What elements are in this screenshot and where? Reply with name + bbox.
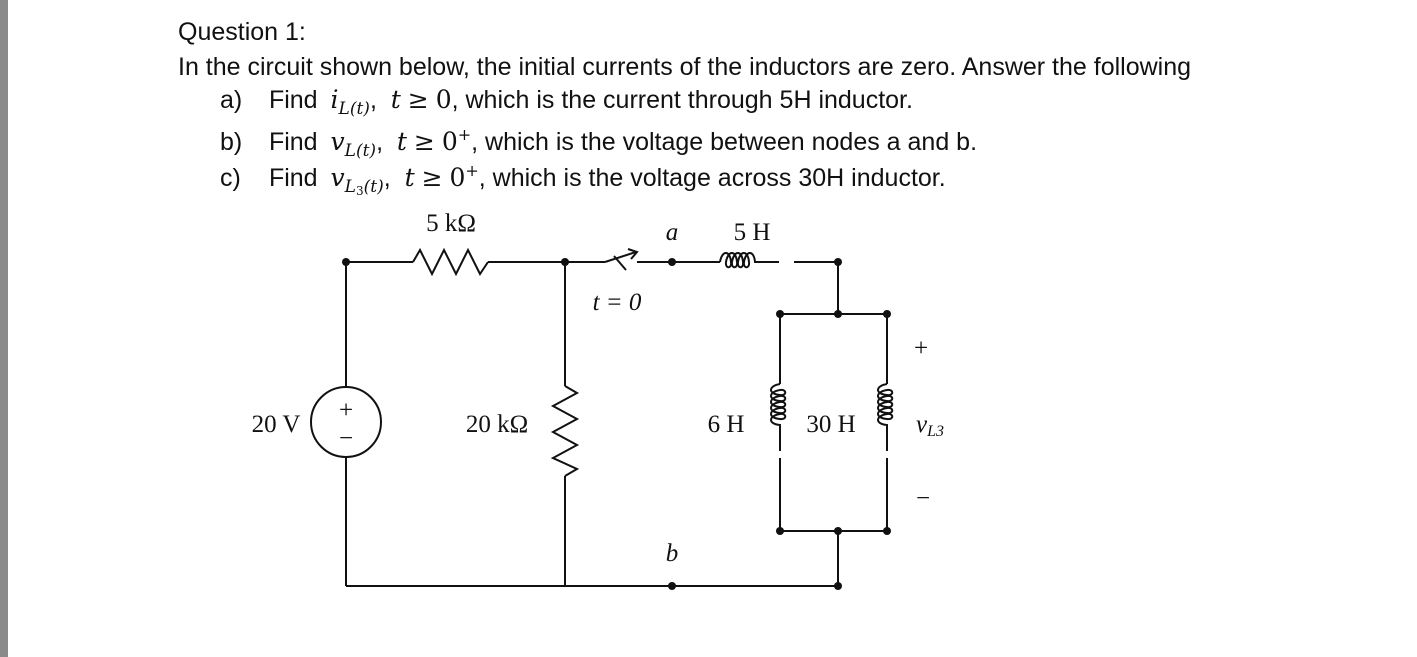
label-switch: t = 0 [593, 289, 642, 316]
math-var: v [330, 127, 345, 156]
label-l3: 30 H [806, 411, 855, 438]
part-b: b) Find vL(t), t ≥ 0+, which is the volt… [220, 125, 978, 161]
math-sub: L(t) [344, 141, 377, 161]
math-var: v [330, 163, 345, 192]
label-r2: 20 kΩ [466, 411, 528, 438]
math-op: ≥ [407, 85, 429, 114]
label-l2: 6 H [708, 411, 745, 438]
label-source: 20 V [252, 411, 301, 438]
switch-symbol [604, 248, 639, 271]
math-sub-tail: (t) [363, 177, 384, 197]
math-t: t [404, 163, 415, 192]
math-val: 0 [435, 85, 452, 114]
math-op: ≥ [413, 127, 435, 156]
question-title: Question 1: [178, 18, 306, 46]
math-t: t [390, 85, 401, 114]
math-var: i [330, 85, 339, 114]
part-label: c) [220, 164, 241, 192]
voltage-source-symbol: + − [310, 386, 382, 458]
window-left-edge [0, 0, 8, 657]
inductor-5h-symbol [719, 252, 779, 269]
label-vl3: vL3 [916, 411, 944, 440]
resistor-5k-symbol [412, 247, 489, 277]
math-sub-sub: 3 [355, 184, 364, 198]
inductor-6h-symbol [770, 383, 787, 451]
math-sub: L(t) [338, 99, 370, 119]
resistor-20k-symbol [550, 385, 580, 477]
part-desc: , which is the voltage between nodes a a… [471, 128, 978, 156]
label-r1: 5 kΩ [426, 210, 476, 237]
question-intro: In the circuit shown below, the initial … [178, 53, 1192, 81]
label-vl3-plus: + [914, 335, 928, 362]
label-node-b: b [666, 540, 679, 567]
label-vl3-minus: − [916, 485, 930, 512]
math-sup: + [465, 161, 479, 180]
math-val: 0 [441, 127, 458, 156]
label-l1: 5 H [734, 219, 771, 246]
part-c: c) Find vL3(t), t ≥ 0+, which is the vol… [220, 161, 946, 198]
find-word: Find [268, 86, 318, 114]
part-desc: , which is the current through 5H induct… [451, 86, 913, 114]
circuit-nodes [342, 258, 891, 590]
math-sub: L [344, 177, 356, 197]
math-sup: + [457, 125, 472, 144]
part-desc: , which is the voltage across 30H induct… [478, 164, 946, 192]
find-word: Find [268, 164, 318, 192]
source-minus: − [339, 425, 353, 452]
math-op: ≥ [421, 163, 443, 192]
math-val: 0 [449, 163, 466, 192]
part-a: a) Find iL(t), t ≥ 0, which is the curre… [220, 85, 913, 119]
inductor-30h-symbol [877, 383, 894, 451]
source-plus: + [339, 397, 353, 424]
circuit-wires [345, 261, 888, 587]
part-label: b) [220, 128, 243, 156]
find-word: Find [268, 128, 318, 156]
math-t: t [396, 127, 407, 156]
label-node-a: a [666, 219, 679, 246]
part-label: a) [220, 86, 243, 114]
